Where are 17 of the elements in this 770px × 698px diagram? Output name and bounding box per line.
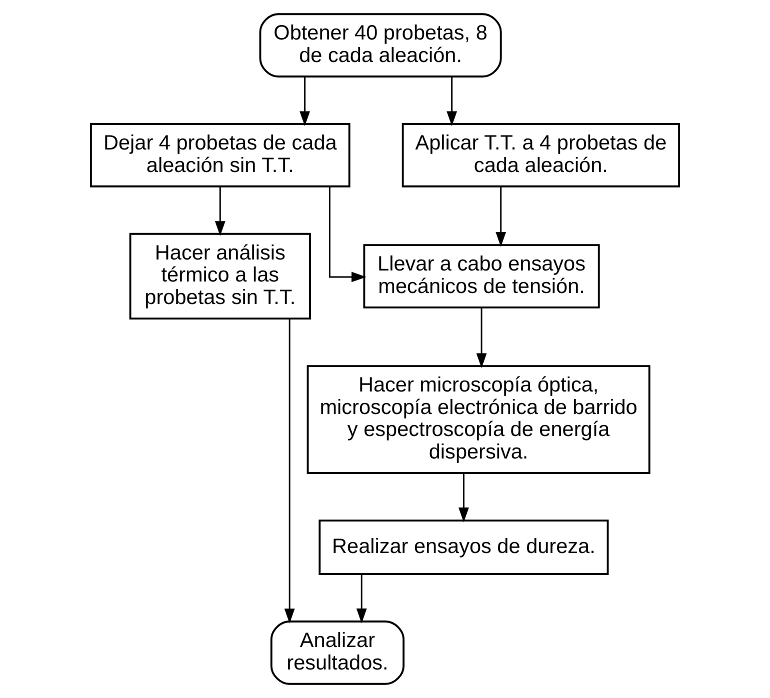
arrow xyxy=(496,186,506,247)
arrow xyxy=(328,186,366,282)
arrow xyxy=(284,318,295,624)
arrow xyxy=(300,76,310,126)
node-box: Realizar ensayos de dureza. xyxy=(318,520,609,575)
arrow xyxy=(476,308,487,368)
node-box: Llevar a cabo ensayos mecánicos de tensión. xyxy=(363,244,600,308)
node-box: Obtener 40 probetas, 8 de cada aleación. xyxy=(259,13,502,78)
node-box: Dejar 4 probetas de cada aleación sin T.T. xyxy=(90,123,350,188)
arrow xyxy=(214,186,226,236)
node-box: Analizar resultados. xyxy=(270,620,405,685)
arrow xyxy=(356,574,367,624)
arrow xyxy=(446,76,458,126)
node-box: Hacer microscopía óptica, microscopía electrónica de barrido y espectroscopía de energía dispersiva. xyxy=(306,365,650,474)
node-box: Aplicar T.T. a 4 probetas de cada aleación. xyxy=(402,123,680,188)
arrow xyxy=(458,474,469,522)
node-box: Hacer análisis térmico a las probetas sin T.T. xyxy=(129,232,311,320)
